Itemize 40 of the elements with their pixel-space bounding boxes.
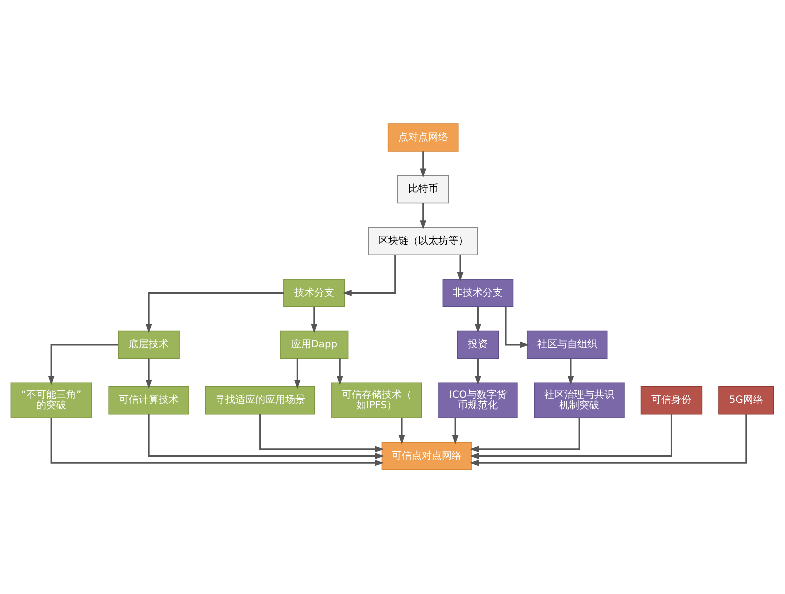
arrow: [457, 255, 464, 282]
arrow: [260, 414, 384, 453]
node-box: “不可能三角”的突破: [10, 382, 92, 419]
arrow: [148, 414, 384, 460]
arrow: [398, 418, 406, 445]
arrow: [420, 203, 427, 230]
node-box: 可信计算技术: [108, 386, 190, 415]
node-box: 社区与自组织: [526, 330, 608, 360]
arrow: [470, 414, 672, 460]
node-box: 可信点对点网络: [382, 442, 472, 470]
arrow: [146, 292, 284, 334]
arrow: [342, 255, 396, 296]
arrow: [420, 152, 427, 178]
node-box: 底层技术: [118, 330, 180, 360]
arrow: [294, 358, 301, 390]
node-box: 投资: [457, 330, 500, 360]
node-box: 点对点网络: [388, 124, 459, 152]
node-box: 可信存储技术（如IPFS）: [332, 382, 422, 419]
arrow: [505, 307, 530, 348]
node-box: 5G网络: [718, 386, 774, 415]
arrow: [311, 307, 318, 334]
arrow: [568, 358, 574, 386]
arrow: [48, 344, 118, 386]
node-box: 技术分支: [284, 279, 346, 308]
node-box: 寻找适应的应用场景: [205, 386, 316, 415]
node-box: 应用Dapp: [280, 330, 349, 360]
node-box: 比特币: [397, 175, 450, 204]
arrow: [146, 358, 152, 390]
node-box: 社区治理与共识机制突破: [534, 382, 625, 419]
arrow: [470, 418, 580, 453]
arrow: [475, 358, 482, 386]
node-box: 区块链（以太坊等）: [368, 227, 478, 256]
node-box: ICO与数字货币规范化: [438, 382, 518, 419]
arrow: [336, 358, 344, 386]
arrow: [50, 418, 384, 466]
arrow: [475, 307, 482, 334]
node-box: 可信身份: [640, 386, 703, 415]
arrow: [470, 414, 748, 466]
arrow: [452, 418, 459, 445]
node-box: 非技术分支: [442, 279, 514, 308]
